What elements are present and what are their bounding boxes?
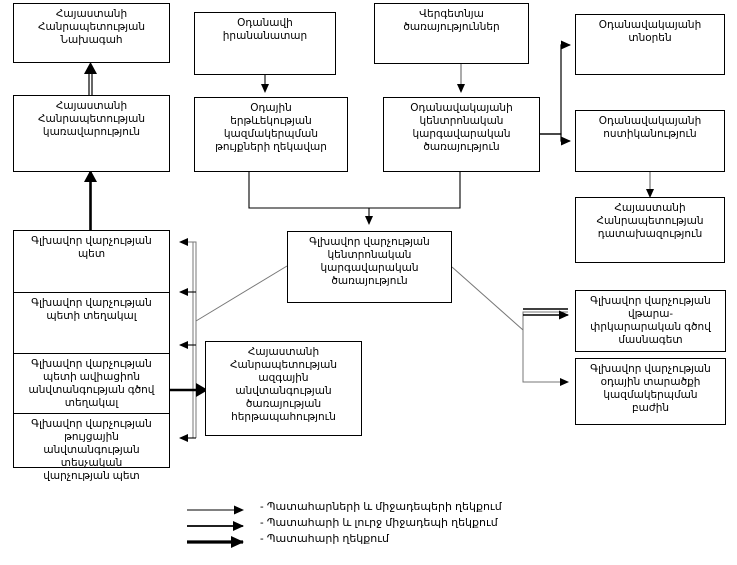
connector-merge-to-gvcentral <box>248 172 461 225</box>
connector-airportcentral-to-director <box>540 40 571 135</box>
node-airport-police[interactable]: Օդանավակայանի ոստիկանություն <box>575 110 725 172</box>
connector-stack-to-nss <box>170 383 208 397</box>
node-ground-services[interactable]: Վերգետնյա ծառայություններ <box>374 3 529 64</box>
stack-item-gv-inspection-chief[interactable]: Գլխավոր վարչության թույցային անվտանգությ… <box>31 418 152 482</box>
legend-label-3: - Պատահարի ղեկքում <box>260 533 389 545</box>
node-gv-rescue-specialist[interactable]: Գլխավոր վարչության վթարա- փրկարարական գծ… <box>575 290 726 352</box>
legend-label-1: - Պատահարների և միջադեպերի ղեկքում <box>260 501 502 513</box>
node-nss-duty[interactable]: Հայաստանի Հանրապետության ազգային անվտանգ… <box>205 341 362 436</box>
connector-gvcentral-to-rightpair <box>451 266 569 386</box>
stack-item-gv-deputy-aviation-security[interactable]: Գլխավոր վարչության պետի ավիացիոն անվտանգ… <box>14 354 169 414</box>
stack-item-gv-deputy[interactable]: Գլխավոր վարչության պետի տեղակալ <box>14 293 169 354</box>
node-government[interactable]: Հայաստանի Հանրապետության կառավարություն <box>13 95 170 172</box>
connector-airportcentral-to-police <box>540 133 571 146</box>
connector-gvcentral-to-rescue <box>523 308 569 320</box>
node-airport-central-management[interactable]: Օդանավակայանի կենտրոնական կարգավարական ծ… <box>383 97 540 172</box>
connector-stackhead-to-government <box>84 170 97 230</box>
stack-item-gv-chief[interactable]: Գլխավոր վարչության պետ <box>14 231 169 293</box>
node-prosecutor[interactable]: Հայաստանի Հանրապետության դատախազություն <box>575 197 725 263</box>
connector-bus-to-stack <box>179 242 197 442</box>
stack-gv-leadership: Գլխավոր վարչության պետ Գլխավոր վարչությա… <box>13 230 170 482</box>
legend: - Պատահարների և միջադեպերի ղեկքում - Պատ… <box>185 501 585 563</box>
node-airport-director[interactable]: Օդանավակայանի տնօրեն <box>575 14 725 75</box>
node-air-traffic-director[interactable]: Օդային երթևեկության կազմակերպման թույքնե… <box>194 97 348 172</box>
legend-label-2: - Պատահարի և լուրջ միջադեպի ղեկքում <box>260 517 498 529</box>
node-president[interactable]: Հայաստանի Հանրապետության Նախագահ <box>13 3 170 63</box>
node-gv-central-management[interactable]: Գլխավոր վարչության կենտրոնական կարգավարա… <box>287 231 452 303</box>
connector-government-to-president <box>84 62 97 95</box>
legend-arrow-glyphs <box>187 505 244 548</box>
node-aircraft-commander[interactable]: Օդանավի իրանանատար <box>194 12 336 75</box>
node-gv-airspace-department[interactable]: Գլխավոր վարչության օդային տարածքի կազմակ… <box>575 358 726 425</box>
